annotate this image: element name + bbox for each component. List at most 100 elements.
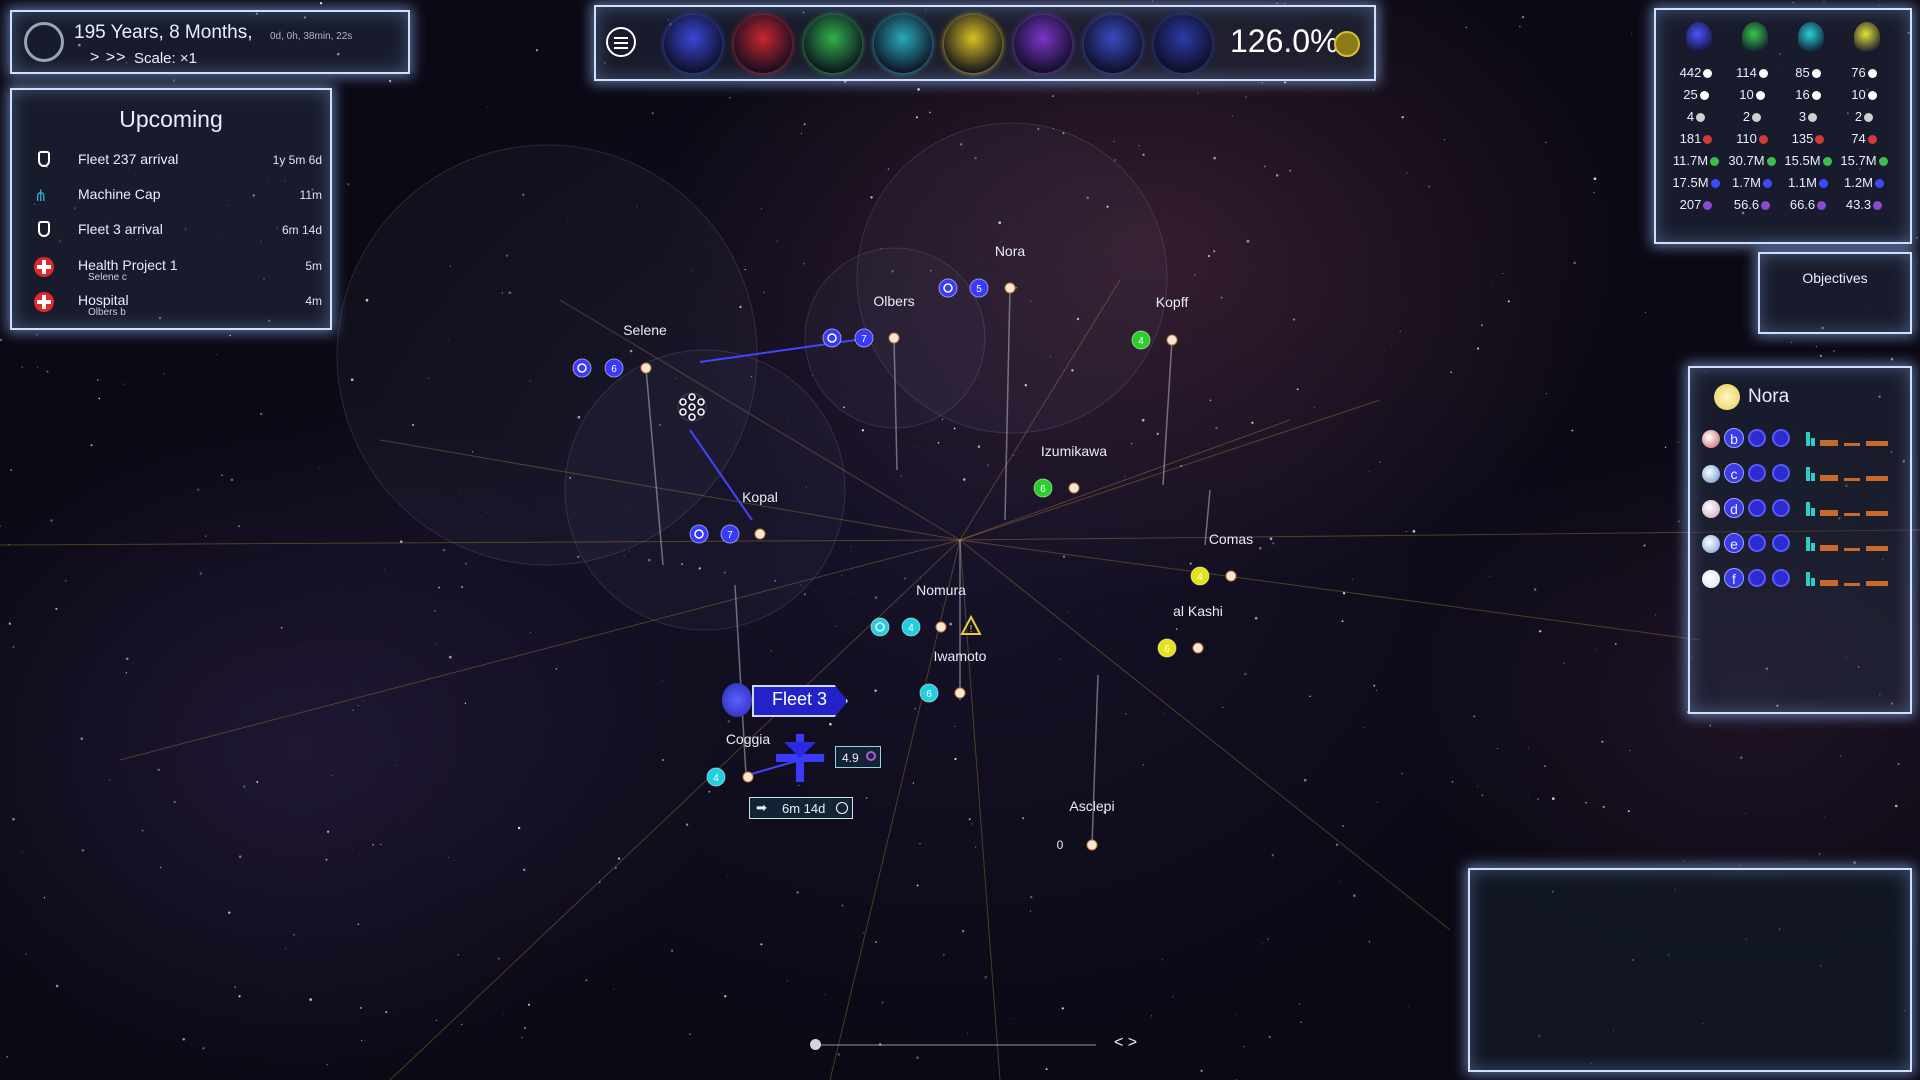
- star: [517, 826, 521, 830]
- building-slot-icon[interactable]: [1748, 569, 1766, 587]
- fleet-marker[interactable]: [706, 767, 726, 787]
- game-speed-buttons[interactable]: > >>: [90, 49, 127, 66]
- building-slot-icon[interactable]: [1748, 499, 1766, 517]
- star-icon[interactable]: [742, 771, 754, 783]
- planet-row[interactable]: e: [1702, 533, 1902, 555]
- timeline-handle[interactable]: [810, 1039, 821, 1050]
- star: [230, 478, 234, 482]
- fleet-marker[interactable]: [901, 617, 921, 637]
- fleet-marker[interactable]: [854, 328, 874, 348]
- planet-row[interactable]: c: [1702, 463, 1902, 485]
- lion-faction-icon[interactable]: [664, 15, 722, 73]
- blue-lion-icon[interactable]: [1686, 22, 1712, 52]
- fleet-marker[interactable]: [969, 278, 989, 298]
- star-icon[interactable]: [1086, 839, 1098, 851]
- building-slot-icon[interactable]: [1772, 569, 1790, 587]
- timeline-track[interactable]: [814, 1044, 1096, 1046]
- objectives-panel[interactable]: Objectives: [1758, 252, 1912, 334]
- credits-icon: [1334, 31, 1360, 57]
- fleet-marker[interactable]: [1190, 566, 1210, 586]
- stat-number: 2: [1742, 109, 1751, 124]
- fleet-marker[interactable]: [689, 524, 709, 544]
- building-slot-icon[interactable]: [1748, 464, 1766, 482]
- building-slot-icon[interactable]: [1748, 429, 1766, 447]
- star-icon[interactable]: [754, 528, 766, 540]
- fleet-marker[interactable]: [572, 358, 592, 378]
- star-icon[interactable]: [640, 362, 652, 374]
- star-icon[interactable]: [1225, 570, 1237, 582]
- population-icon[interactable]: [804, 15, 862, 73]
- building-slot-icon[interactable]: [1772, 534, 1790, 552]
- star: [297, 645, 299, 647]
- industry-icon[interactable]: [874, 15, 932, 73]
- fleet-marker[interactable]: [919, 683, 939, 703]
- minimap[interactable]: [1468, 868, 1912, 1072]
- timeline-arrows[interactable]: < >: [1114, 1034, 1138, 1051]
- clock-ring-icon[interactable]: [24, 22, 64, 62]
- star: [96, 2, 98, 4]
- building-slot-icon[interactable]: [1772, 499, 1790, 517]
- network-icon[interactable]: [1084, 15, 1142, 73]
- building-slot-icon[interactable]: [1772, 429, 1790, 447]
- anomaly-icon[interactable]: [677, 392, 707, 422]
- planet-row[interactable]: b: [1702, 428, 1902, 450]
- green-lion-icon[interactable]: [1742, 22, 1768, 52]
- menu-button[interactable]: [606, 27, 636, 57]
- building-slot-icon[interactable]: [1748, 534, 1766, 552]
- fleet-marker[interactable]: [938, 278, 958, 298]
- star-icon[interactable]: [888, 332, 900, 344]
- star: [473, 814, 475, 816]
- star: [136, 239, 138, 240]
- star-icon[interactable]: [1004, 282, 1016, 294]
- star: [1142, 763, 1145, 766]
- research-icon[interactable]: [1014, 15, 1072, 73]
- cyan-lion-icon[interactable]: [1798, 22, 1824, 52]
- military-icon: [1703, 135, 1713, 145]
- fleet-marker[interactable]: [1157, 638, 1177, 658]
- star: [1594, 648, 1596, 650]
- star-icon[interactable]: [1068, 482, 1080, 494]
- planet-row[interactable]: d: [1702, 498, 1902, 520]
- fleet-marker[interactable]: [822, 328, 842, 348]
- fleet-marker[interactable]: [870, 617, 890, 637]
- planet-row[interactable]: f: [1702, 568, 1902, 590]
- stat-number: 74: [1851, 131, 1866, 146]
- bookmark-icon[interactable]: [1154, 15, 1212, 73]
- yellow-lion-icon[interactable]: [1854, 22, 1880, 52]
- star: [841, 904, 844, 907]
- star-icon[interactable]: [935, 621, 947, 633]
- fleet-marker[interactable]: [1131, 330, 1151, 350]
- star-icon[interactable]: [1166, 334, 1178, 346]
- warning-icon[interactable]: !: [960, 614, 982, 635]
- fleet-marker[interactable]: [604, 358, 624, 378]
- military-stars-icon[interactable]: [734, 15, 792, 73]
- star-icon[interactable]: [954, 687, 966, 699]
- fleet-marker[interactable]: [1033, 478, 1053, 498]
- star: [1059, 658, 1062, 660]
- fleet-eta-badge[interactable]: ➡ 6m 14d: [749, 797, 853, 819]
- credits-icon[interactable]: [944, 15, 1002, 73]
- building-slot-icon[interactable]: [1772, 464, 1790, 482]
- star: [1243, 1046, 1245, 1048]
- fleet-ship-icon[interactable]: [776, 734, 824, 782]
- fleet-marker[interactable]: [720, 524, 740, 544]
- star-icon[interactable]: [1192, 642, 1204, 654]
